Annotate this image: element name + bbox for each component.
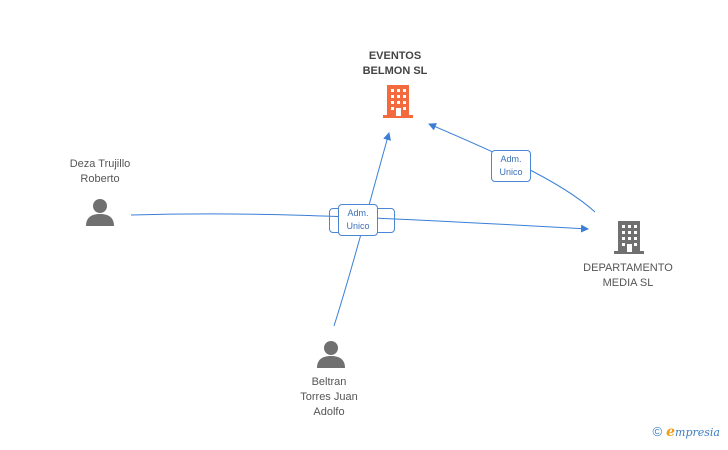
node-label-departamento-media[interactable]: DEPARTAMENTO MEDIA SL (583, 262, 673, 289)
copyright-footer: ©empresia (653, 424, 720, 440)
edge-label-adm-unico[interactable]: Adm. Unico (338, 204, 378, 236)
edge-deza-to-departamento (130, 213, 589, 233)
copyright-icon: © (652, 424, 663, 439)
building-icon[interactable] (614, 221, 644, 254)
building-icon[interactable] (383, 85, 413, 118)
node-label-eventos-belmon[interactable]: EVENTOS BELMON SL (362, 50, 428, 77)
edge-label-adm-unico[interactable]: Adm. Unico (491, 150, 531, 182)
person-icon[interactable] (86, 199, 114, 226)
empresia-logo[interactable]: empresia (666, 424, 720, 440)
person-icon[interactable] (317, 341, 345, 368)
node-label-deza-trujillo[interactable]: Deza Trujillo Roberto (69, 158, 131, 185)
node-label-beltran-torres[interactable]: Beltran Torres Juan Adolfo (300, 376, 358, 418)
